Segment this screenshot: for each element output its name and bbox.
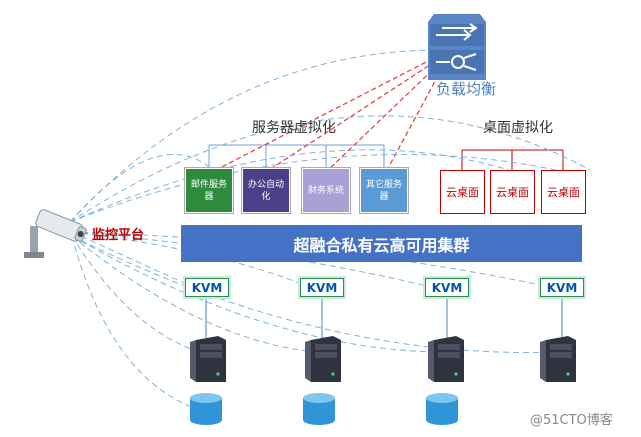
service-label: 邮件服务器: [190, 179, 227, 202]
load-balancer-label: 负载均衡: [436, 80, 497, 98]
service-label: 其它服务器: [365, 179, 402, 202]
service-label: 财务系统: [307, 185, 344, 196]
kvm-box: KVM: [300, 278, 344, 297]
service-box-other: 其它服务器: [360, 168, 408, 213]
server-tower-icon: [305, 336, 341, 386]
cloud-desktop-label: 云桌面: [496, 186, 529, 199]
monitoring-links: [69, 49, 591, 411]
kvm-box: KVM: [425, 278, 469, 297]
cloud-desktop-label: 云桌面: [547, 186, 580, 199]
service-box-office: 办公自动化: [242, 168, 290, 213]
service-box-mail: 邮件服务器: [185, 168, 233, 213]
server-tower-icon: [540, 336, 576, 386]
load-balancer-icon: [428, 14, 486, 84]
kvm-box: KVM: [540, 278, 584, 297]
service-box-finance: 财务系统: [302, 168, 350, 213]
server-tower-icon: [428, 336, 464, 386]
server-tower-icon: [190, 336, 226, 386]
server-virtualization-label: 服务器虚拟化: [252, 120, 336, 136]
kvm-server-links: [205, 297, 563, 338]
database-icon: [189, 392, 223, 430]
cloud-desktop-label: 云桌面: [446, 186, 479, 199]
cluster-banner: 超融合私有云高可用集群: [181, 225, 582, 262]
kvm-label: KVM: [546, 280, 578, 295]
database-icon: [302, 392, 336, 430]
kvm-label: KVM: [191, 280, 223, 295]
desktop-virtualization-label: 桌面虚拟化: [483, 120, 553, 136]
server-virt-bracket: [208, 144, 385, 168]
kvm-box: KVM: [185, 278, 229, 297]
cloud-desktop-box: 云桌面: [541, 170, 586, 214]
database-icon: [425, 392, 459, 430]
service-label: 办公自动化: [247, 179, 284, 202]
watermark: @51CTO博客: [530, 413, 613, 428]
security-camera-icon: [24, 208, 92, 264]
kvm-label: KVM: [306, 280, 338, 295]
desktop-virt-bracket: [461, 149, 564, 170]
cloud-desktop-box: 云桌面: [440, 170, 485, 214]
cluster-label: 超融合私有云高可用集群: [293, 235, 470, 255]
load-balancer-links: [211, 54, 447, 173]
monitoring-platform-label: 监控平台: [92, 228, 145, 243]
kvm-label: KVM: [431, 280, 463, 295]
cloud-desktop-box: 云桌面: [490, 170, 535, 214]
